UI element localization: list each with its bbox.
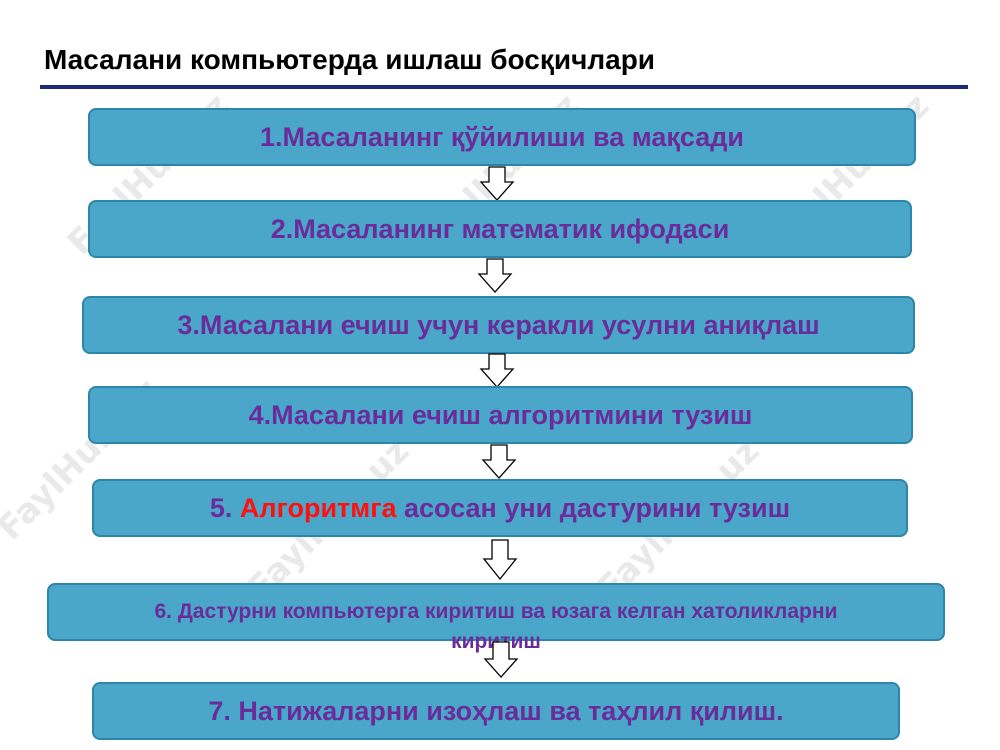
down-arrow-icon	[479, 353, 515, 388]
step-4-label: 4.Масалани ечиш алгоритмини тузиш	[248, 399, 753, 430]
down-arrow-icon	[483, 641, 519, 678]
page-title: Масалани компьютерда ишлаш босқичлари	[44, 44, 656, 75]
down-arrow-icon	[479, 166, 515, 201]
step-1-label: 1.Масаланинг қўйилиши ва мақсади	[260, 121, 744, 152]
step-5-box: 5. Алгоритмга асосан уни дастурини тузиш	[92, 479, 908, 537]
title-underline	[40, 85, 968, 89]
step-6-box: 6. Дастурни компьютерга киритиш ва юзага…	[47, 583, 945, 653]
step-4-box: 4.Масалани ечиш алгоритмини тузиш	[88, 386, 913, 444]
step-2-box: 2.Масаланинг математик ифодаси	[88, 200, 912, 258]
step-5-prefix: 5.	[209, 492, 240, 523]
down-arrow-icon	[482, 539, 518, 581]
step-3-box: 3.Масалани ечиш учун керакли усулни аниқ…	[82, 296, 915, 354]
step-7-box: 7. Натижаларни изоҳлаш ва таҳлил қилиш.	[92, 682, 900, 740]
step-1-box: 1.Масаланинг қўйилиши ва мақсади	[88, 108, 916, 166]
step-5-rest: асосан уни дастурини тузиш	[396, 492, 791, 523]
step-6-line-1: 6. Дастурни компьютерга киритиш ва юзага…	[154, 600, 838, 623]
step-5-label: 5. Алгоритмга асосан уни дастурини тузиш	[210, 493, 790, 524]
down-arrow-icon	[477, 258, 513, 293]
step-5-highlight: Алгоритмга	[239, 492, 397, 523]
step-2-label: 2.Масаланинг математик ифодаси	[270, 213, 730, 244]
down-arrow-icon	[481, 444, 517, 479]
step-7-label: 7. Натижаларни изоҳлаш ва таҳлил қилиш.	[208, 695, 784, 726]
step-3-label: 3.Масалани ечиш учун керакли усулни аниқ…	[177, 309, 820, 340]
